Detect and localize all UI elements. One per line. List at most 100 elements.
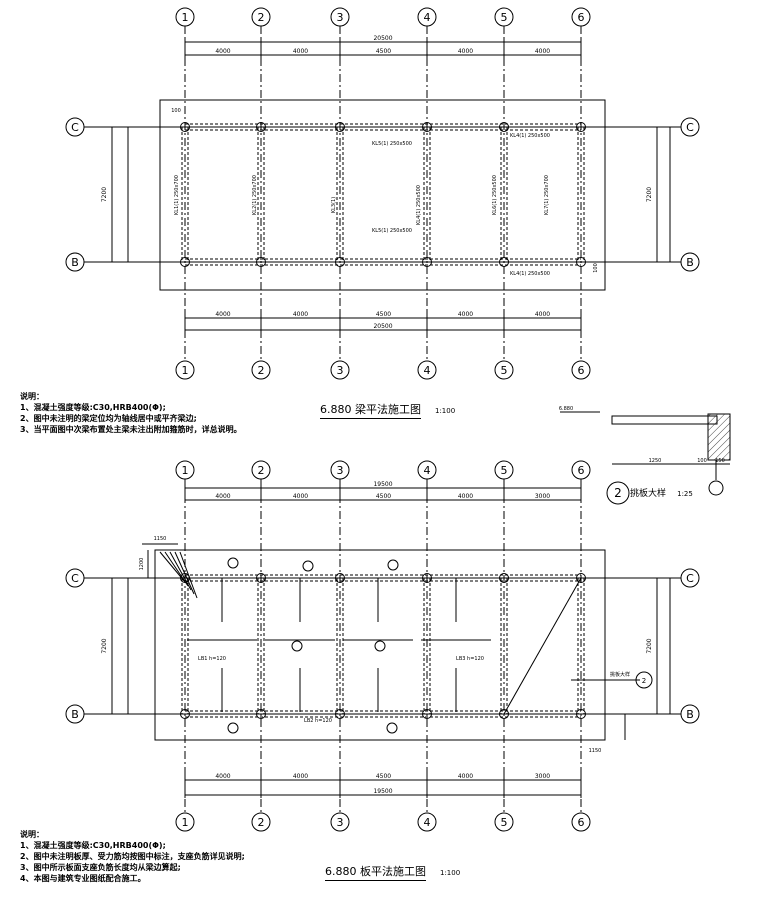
axis-6-label: 6 xyxy=(578,364,585,377)
axis-1-bubble xyxy=(175,812,195,832)
detail-number: 2 xyxy=(614,486,622,500)
offset-dimension: 100 xyxy=(593,263,599,273)
column-icon xyxy=(499,709,509,719)
slab-mark-icon xyxy=(387,559,399,571)
beam-label: KL4(1) 250x500 xyxy=(510,133,550,139)
slab-mark-icon xyxy=(291,640,303,652)
detail-dimension: 100 xyxy=(697,458,707,464)
cantilever-hatch xyxy=(159,551,186,583)
axis-6-bubble xyxy=(571,360,591,380)
axis-6-bubble xyxy=(571,460,591,480)
cantilever-slab xyxy=(611,415,718,425)
corner-dimension: 1150 xyxy=(154,536,167,542)
slab-mark-icon xyxy=(386,722,398,734)
cantilever-hatch xyxy=(169,551,192,591)
axis-6-label: 6 xyxy=(578,464,585,477)
detail-title: 挑板大样 xyxy=(630,487,666,499)
span-dimension: 4000 xyxy=(458,311,473,318)
column-icon xyxy=(576,573,586,583)
note-item: 2、图中未注明的梁定位均为轴线居中或平齐梁边; xyxy=(20,414,197,423)
beam-label: KL2(1) 250x700 xyxy=(252,175,258,215)
beam-label: KL5(1) 250x500 xyxy=(372,228,412,234)
axis-5-label: 5 xyxy=(501,11,508,24)
axis-3-bubble xyxy=(330,360,350,380)
axis-5-label: 5 xyxy=(501,464,508,477)
title-scale: 1:100 xyxy=(435,407,456,415)
axis-C-bubble xyxy=(65,568,85,588)
axis-3-bubble xyxy=(330,460,350,480)
total-dimension: 19500 xyxy=(373,788,392,795)
note-item: 3、当平面图中次梁布置处主梁未注出附加箍筋时，详总说明。 xyxy=(20,425,242,434)
axis-4-bubble xyxy=(417,360,437,380)
span-dimension: 4000 xyxy=(293,311,308,318)
title-text: 6.880 梁平法施工图 xyxy=(320,401,421,419)
axis-2-bubble xyxy=(251,812,271,832)
note-item: 3、图中所示板面支座负筋长度均从梁边算起; xyxy=(20,863,181,872)
beam-notes: 说明： 1、混凝土强度等级:C30,HRB400(Φ); 2、图中未注明的梁定位… xyxy=(20,391,242,435)
axis-6-bubble xyxy=(571,812,591,832)
callout-ref: 2 xyxy=(642,677,646,685)
axis-4-label: 4 xyxy=(424,816,431,829)
total-dimension: 20500 xyxy=(373,323,392,330)
axis-6-label: 6 xyxy=(578,11,585,24)
column-icon xyxy=(576,709,586,719)
span-dimension: 4500 xyxy=(376,48,391,55)
column-icon xyxy=(256,573,266,583)
detail-ref-icon xyxy=(708,480,724,496)
column-icon xyxy=(499,573,509,583)
axis-1-bubble xyxy=(175,360,195,380)
column-icon xyxy=(422,709,432,719)
total-dimension: 19500 xyxy=(373,481,392,488)
cantilever-hatch xyxy=(179,551,198,599)
beam-label: KL1(1) 250x700 xyxy=(174,175,180,215)
beam-label: KL4(1) 250x500 xyxy=(416,185,422,225)
column-icon xyxy=(180,257,190,267)
notes-heading: 说明： xyxy=(20,392,44,401)
span-dimension: 4500 xyxy=(376,311,391,318)
span-dimension: 4000 xyxy=(535,48,550,55)
cantilever-hatch xyxy=(174,551,195,595)
axis-3-label: 3 xyxy=(337,11,344,24)
slab-plan-slab-outline xyxy=(154,549,606,741)
axis-2-label: 2 xyxy=(258,464,265,477)
column-icon xyxy=(335,257,345,267)
beam-label: KL5(1) 250x500 xyxy=(372,141,412,147)
detail-dimension: 1250 xyxy=(649,458,662,464)
span-dimension: 4500 xyxy=(376,773,391,780)
column-icon xyxy=(256,709,266,719)
axis-4-bubble xyxy=(417,460,437,480)
slab-mark-label: LB2 h=120 xyxy=(304,718,332,724)
title-text: 6.880 板平法施工图 xyxy=(325,863,426,881)
slab-mark-icon xyxy=(302,560,314,572)
beam-label: KL6(1) 250x500 xyxy=(492,175,498,215)
span-dimension: 4000 xyxy=(458,48,473,55)
axis-C-label: C xyxy=(71,572,79,585)
span-dimension: 3000 xyxy=(535,493,550,500)
offset-dimension: 100 xyxy=(171,108,181,114)
axis-5-label: 5 xyxy=(501,364,508,377)
beam-section xyxy=(707,413,731,461)
axis-1-label: 1 xyxy=(182,816,189,829)
cantilever-hatch xyxy=(164,551,189,587)
axis-C-bubble xyxy=(680,568,700,588)
span-dimension: 4000 xyxy=(215,48,230,55)
axis-2-label: 2 xyxy=(258,816,265,829)
note-item: 4、本图与建筑专业图纸配合施工。 xyxy=(20,874,146,883)
column-icon xyxy=(180,122,190,132)
stair-diagonal xyxy=(503,577,582,715)
side-dimension: 7200 xyxy=(646,638,653,653)
slab-mark-icon xyxy=(227,557,239,569)
axis-6-bubble xyxy=(571,7,591,27)
note-item: 1、混凝土强度等级:C30,HRB400(Φ); xyxy=(20,841,166,850)
column-icon xyxy=(422,573,432,583)
span-dimension: 4000 xyxy=(215,493,230,500)
column-icon xyxy=(335,122,345,132)
axis-5-bubble xyxy=(494,812,514,832)
axis-4-label: 4 xyxy=(424,364,431,377)
side-dimension: 7200 xyxy=(101,638,108,653)
detail-dimension: 150 xyxy=(715,458,725,464)
slab-notes: 说明： 1、混凝土强度等级:C30,HRB400(Φ); 2、图中未注明板厚、受… xyxy=(20,829,245,884)
axis-B-bubble xyxy=(65,252,85,272)
